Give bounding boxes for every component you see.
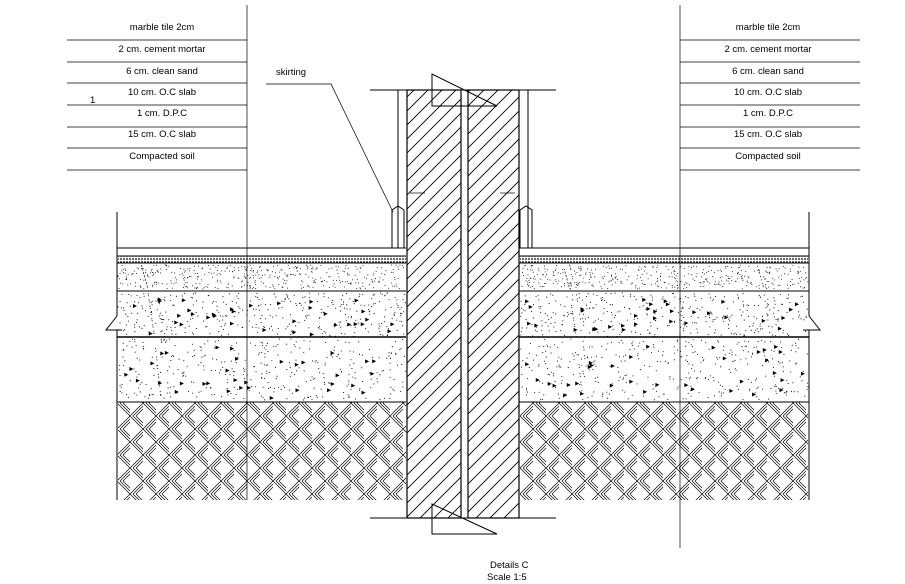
layer-label: 6 cm. clean sand [732, 66, 804, 77]
layer-label: Compacted soil [129, 151, 194, 162]
layer-label: 15 cm. O.C slab [128, 129, 196, 140]
layer-label: 2 cm. cement mortar [724, 44, 811, 55]
layer-label: 15 cm. O.C slab [734, 129, 802, 140]
wall-section [370, 73, 556, 535]
layer-label: 10 cm. O.C slab [128, 87, 196, 98]
stray-mark: 1 [90, 95, 95, 106]
layer-label: 6 cm. clean sand [126, 66, 198, 77]
caption: Details C Scale 1:5 [487, 560, 529, 583]
detail-scale: Scale 1:5 [487, 572, 527, 583]
detail-title: Details C [490, 560, 529, 571]
skirting-label: skirting [276, 67, 306, 78]
layer-label: Compacted soil [735, 151, 800, 162]
layer-label: 10 cm. O.C slab [734, 87, 802, 98]
layer-label: 1 cm. D.P.C [137, 108, 187, 119]
layer-label: 2 cm. cement mortar [118, 44, 205, 55]
layer-fills [117, 256, 809, 500]
skirting-leader: skirting [266, 67, 394, 213]
layer-legend-left: marble tile 2cm 2 cm. cement mortar 6 cm. … [67, 22, 247, 171]
layer-label: marble tile 2cm [736, 22, 800, 33]
layer-label: 1 cm. D.P.C [743, 108, 793, 119]
floor-outlines [104, 5, 822, 548]
layer-label: marble tile 2cm [130, 22, 194, 33]
layer-legend-right: marble tile 2cm 2 cm. cement mortar 6 cm. … [680, 22, 860, 171]
